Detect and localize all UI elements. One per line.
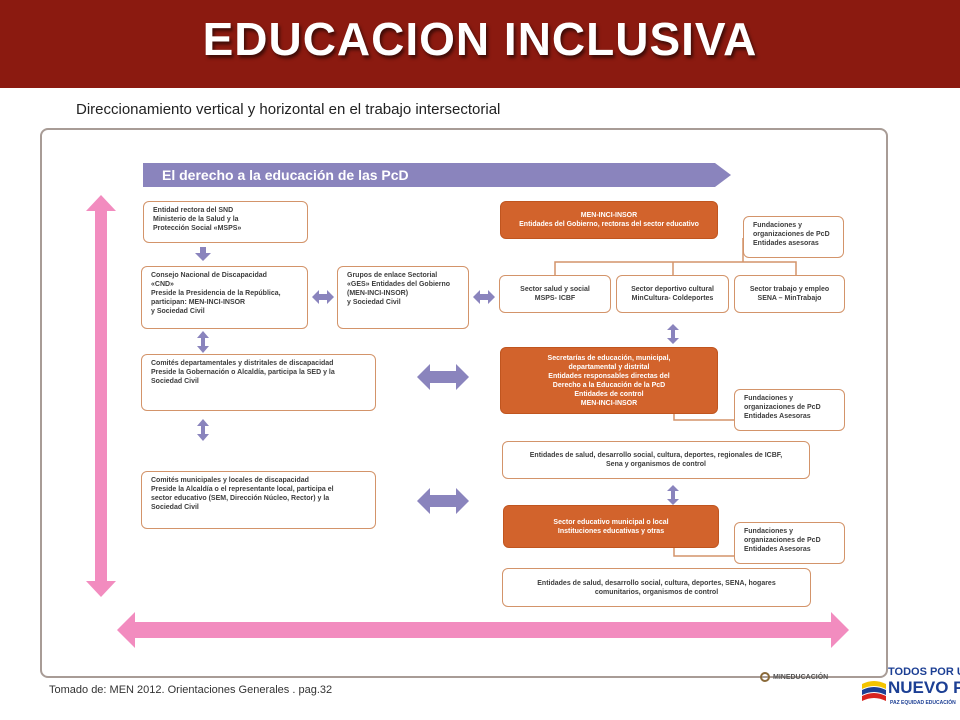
lr-arrow-departamental-secretarias bbox=[417, 364, 469, 390]
lr-arrow-ges-sectors bbox=[473, 290, 495, 304]
box-comites-municipales: Comités municipales y locales de discapa… bbox=[141, 471, 376, 529]
box-sector-educativo-municipal: Sector educativo municipal o local Insti… bbox=[503, 505, 719, 548]
box-entidades-salud-2: Entidades de salud, desarrollo social, c… bbox=[502, 568, 811, 607]
pais-line3: PAZ EQUIDAD EDUCACIÓN bbox=[890, 700, 956, 706]
mineducacion-logo: MINEDUCACIÓN bbox=[760, 672, 828, 682]
box-entidad-rectora-snd: Entidad rectora del SND Ministerio de la… bbox=[143, 201, 308, 243]
horizontal-double-arrow bbox=[117, 612, 849, 648]
vertical-double-arrow bbox=[86, 195, 116, 597]
page-title: EDUCACION INCLUSIVA bbox=[202, 13, 758, 65]
ministry-seal-icon bbox=[760, 672, 770, 682]
box-sector-trabajo: Sector trabajo y empleo SENA – MinTrabaj… bbox=[734, 275, 845, 313]
box-entidades-salud-1: Entidades de salud, desarrollo social, c… bbox=[502, 441, 810, 479]
box-secretarias-educacion: Secretarías de educación, municipal, dep… bbox=[500, 347, 718, 414]
lr-arrow-cnd-ges bbox=[312, 290, 334, 304]
header-label: El derecho a la educación de las PcD bbox=[162, 167, 409, 183]
updown-arrow-cnd-departamental bbox=[197, 331, 209, 353]
mineducacion-label: MINEDUCACIÓN bbox=[773, 673, 829, 681]
title-banner: EDUCACION INCLUSIVA bbox=[0, 0, 960, 88]
updown-arrow-departamental-municipal bbox=[197, 419, 209, 441]
pais-line1: TODOS POR UN bbox=[888, 666, 960, 678]
box-fundaciones-2: Fundaciones y organizaciones de PcD Enti… bbox=[734, 389, 845, 431]
box-sector-salud: Sector salud y social MSPS- ICBF bbox=[499, 275, 611, 313]
colombia-flag-swoosh-icon bbox=[862, 681, 886, 701]
box-sector-deportivo: Sector deportivo cultural MinCultura- Co… bbox=[616, 275, 729, 313]
box-fundaciones-3: Fundaciones y organizaciones de PcD Enti… bbox=[734, 522, 845, 564]
box-consejo-nacional-cnd: Consejo Nacional de Discapacidad «CND» P… bbox=[141, 266, 308, 329]
box-fundaciones-1: Fundaciones y organizaciones de PcD Enti… bbox=[743, 216, 844, 258]
pais-line2: NUEVO PAÍS bbox=[888, 678, 960, 697]
header-arrow bbox=[143, 163, 731, 187]
diagram-frame bbox=[40, 128, 888, 678]
source-citation: Tomado de: MEN 2012. Orientaciones Gener… bbox=[49, 684, 333, 696]
updown-arrow-sectors-secretarias bbox=[667, 324, 679, 344]
box-comites-departamentales: Comités departamentales y distritales de… bbox=[141, 354, 376, 411]
updown-arrow-entidades-sector bbox=[667, 485, 679, 505]
box-grupos-enlace-ges: Grupos de enlace Sectorial «GES» Entidad… bbox=[337, 266, 469, 329]
down-arrow-snd-cnd bbox=[195, 247, 211, 261]
todos-por-un-nuevo-pais-logo: TODOS POR UN NUEVO PAÍS PAZ EQUIDAD EDUC… bbox=[860, 664, 960, 720]
lr-arrow-municipal-sector bbox=[417, 488, 469, 514]
box-men-inci-insor: MEN-INCI-INSOR Entidades del Gobierno, r… bbox=[500, 201, 718, 239]
subtitle: Direccionamiento vertical y horizontal e… bbox=[76, 101, 501, 118]
